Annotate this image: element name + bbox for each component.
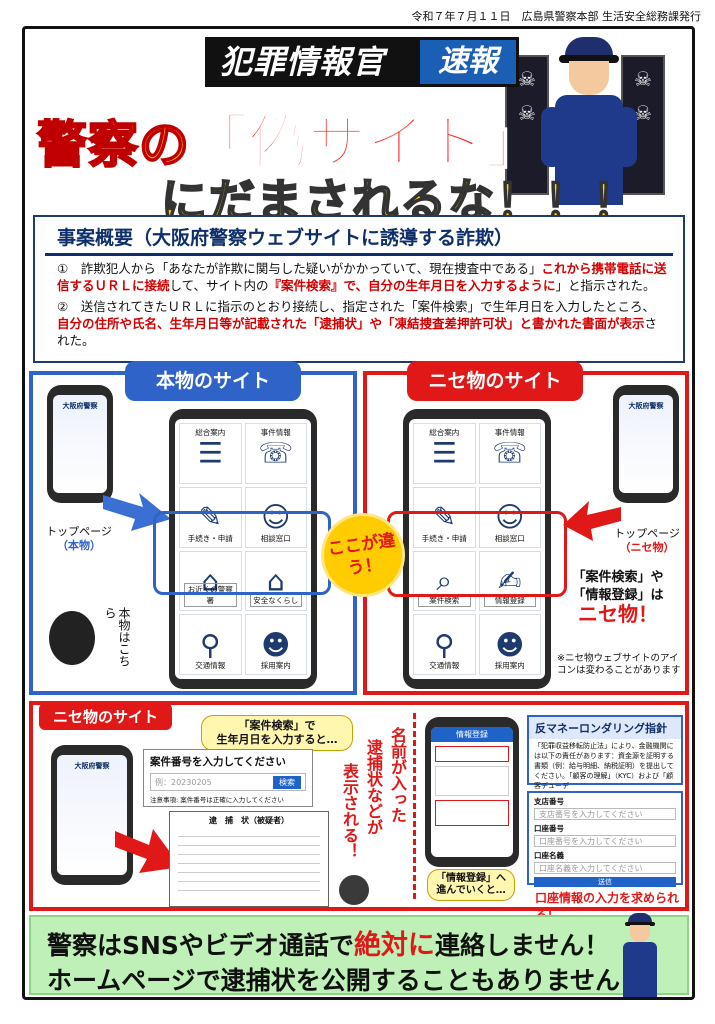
fake-cell-consult[interactable]: ☺相談窓口 — [478, 486, 541, 548]
warrant-display-text-3: 名前が入った — [388, 727, 407, 823]
fake-cell-case-search[interactable]: ⌕案件検索 — [413, 550, 476, 612]
overview-title: 事案概要（大阪府警察ウェブサイトに誘導する詐欺） — [45, 217, 673, 256]
footer-line-2: ホームページで逮捕状を公開することもありません！ — [47, 966, 646, 995]
police-officer-icon — [619, 913, 661, 997]
aml-notice: 反マネーロンダリング指針 「犯罪収益移転防止法」により、金融機関には以下の責任が… — [527, 715, 683, 790]
info-register-phone: 情報登録 — [425, 717, 519, 867]
real-cell-general[interactable]: 総合案内☰ — [179, 423, 242, 484]
real-cell-safe-life[interactable]: ⌂安全なくらし — [244, 550, 307, 612]
real-cell-consult[interactable]: ☺相談窓口 — [244, 486, 307, 548]
fake-top-caption: トップページ （ニセ物） — [614, 527, 680, 554]
real-site-panel: 本物のサイト 大阪府警察 トップページ （本物） 総合案内☰ 事件情報☏ ✎手続… — [29, 361, 357, 695]
submit-button[interactable]: 送信 — [534, 877, 676, 887]
overview-item-1: ① 詐欺犯人から「あなたが詐欺に関与した疑いがかかっていて、現在捜査中である」こ… — [57, 261, 667, 293]
real-site-phone: 総合案内☰ 事件情報☏ ✎手続き・申請 ☺相談窓口 ⌂お近くの警察署 ⌂安全なく… — [169, 409, 317, 689]
real-cell-cases[interactable]: 事件情報☏ — [244, 423, 307, 484]
account-number-input[interactable]: 口座番号を入力してください — [534, 835, 676, 847]
real-highlight-frame — [153, 511, 331, 595]
blue-arrow-icon — [103, 493, 171, 531]
red-arrow-icon — [115, 829, 181, 873]
fake-site-phone: 総合案内☰ 事件情報☏ ✎手続き・申請 ☺相談窓口 ⌕案件検索 ✍情報登録 ⚲交… — [403, 409, 551, 689]
aml-text: 「犯罪収益移転防止法」により、金融機関には以下の責任があります：資金源を証明する… — [534, 742, 674, 790]
fake-cell-general[interactable]: 総合案内☰ — [413, 423, 476, 484]
fake-search-phone: 大阪府警察 — [51, 745, 133, 885]
real-cell-recruit[interactable]: ☻採用案内 — [244, 614, 307, 675]
headline-line1: 警察の「偽サイト」 — [36, 95, 545, 179]
warrant-display-text-2: 逮捕状などが — [364, 739, 383, 835]
worried-person-icon — [339, 875, 369, 905]
fake-cell-cases[interactable]: 事件情報☏ — [478, 423, 541, 484]
case-overview: 事案概要（大阪府警察ウェブサイトに誘導する詐欺） ① 詐欺犯人から「あなたが詐欺… — [33, 215, 685, 363]
real-cell-procedures[interactable]: ✎手続き・申請 — [179, 486, 242, 548]
flyer-frame: ☠☠ ☠☠ 犯罪情報官 速報 警察の「偽サイト」 にだまされるな！！！ 事案概要… — [22, 26, 695, 1000]
fake-site-name: 大阪府警察 — [628, 402, 664, 410]
flow-divider — [413, 713, 416, 899]
warrant-display-text-1: 表示される！ — [340, 763, 359, 859]
fake-icon-callout: 「案件検索」や 「情報登録」は ニセ物！ — [572, 570, 664, 626]
headline-fake-site: 「偽サイト」 — [189, 107, 545, 177]
mascot-caption: 本物はこちら — [103, 607, 131, 667]
fake-cell-info-register[interactable]: ✍情報登録 — [478, 550, 541, 612]
warrant-title: 逮 捕 状（被疑者） — [209, 816, 289, 825]
footer-warning: 警察はSNSやビデオ通話で絶対に連絡しません！ ホームページで逮捕状を公開するこ… — [29, 913, 689, 997]
real-top-page-phone: 大阪府警察 — [47, 385, 113, 503]
fake-site-flow: ニセ物のサイト 「案件検索」で 生年月日を入力すると… 大阪府警察 案件番号を入… — [29, 701, 689, 922]
real-top-caption: トップページ （本物） — [46, 525, 112, 552]
real-cell-traffic[interactable]: ⚲交通情報 — [179, 614, 242, 675]
title-flash: 速報 — [420, 40, 516, 84]
form-note: 注意事項: 案件番号は正確に入力してください — [150, 796, 284, 804]
fake-highlight-frame — [387, 511, 567, 597]
case-search-bubble: 「案件検索」で 生年月日を入力すると… — [201, 715, 353, 751]
footer-line-1: 警察はSNSやビデオ通話で絶対に連絡しません！ — [47, 930, 610, 961]
fake-site-label: ニセ物のサイト — [407, 361, 583, 401]
issue-note: 令和７年７月１１日 広島県警察本部 生活安全総務課発行 — [411, 10, 702, 23]
headline-pre: 警察の — [36, 115, 190, 175]
real-site-label: 本物のサイト — [125, 361, 301, 401]
case-number-input[interactable]: 例：20230205 検索 — [150, 773, 306, 791]
overview-item-2: ② 送信されてきたＵＲＬに指示のとおり接続し、指定された「案件検索」で生年月日を… — [57, 299, 658, 348]
fake-cell-procedures[interactable]: ✎手続き・申請 — [413, 486, 476, 548]
police-officer-illustration — [541, 37, 637, 205]
search-button[interactable]: 検索 — [273, 775, 301, 789]
form-title: 案件番号を入力してください — [150, 756, 286, 768]
red-arrow-icon — [563, 501, 621, 541]
flow-label: ニセ物のサイト — [39, 703, 173, 730]
title-main: 犯罪情報官 — [220, 43, 386, 81]
fake-icon-note: ※ニセ物ウェブサイトのアイコンは変わることがあります — [557, 653, 681, 676]
info-register-bubble: 「情報登録」へ 進んでいくと… — [427, 869, 515, 901]
branch-number-input[interactable]: 支店番号を入力してください — [534, 808, 676, 820]
arrest-warrant-document: 逮 捕 状（被疑者） — [169, 811, 329, 907]
mascot-dog-icon — [49, 611, 95, 665]
fake-site-panel: ニセ物のサイト 総合案内☰ 事件情報☏ ✎手続き・申請 ☺相談窓口 ⌕案件検索 … — [363, 361, 689, 695]
fake-cell-recruit[interactable]: ☻採用案内 — [478, 614, 541, 675]
info-register-title: 情報登録 — [431, 727, 513, 742]
real-cell-police-station[interactable]: ⌂お近くの警察署 — [179, 550, 242, 612]
bank-account-form: 支店番号 支店番号を入力してください 口座番号 口座番号を入力してください 口座… — [527, 791, 683, 887]
fake-cell-traffic[interactable]: ⚲交通情報 — [413, 614, 476, 675]
account-name-input[interactable]: 口座名義を入力してください — [534, 862, 676, 874]
real-site-name: 大阪府警察 — [62, 402, 98, 410]
case-number-form: 案件番号を入力してください 例：20230205 検索 注意事項: 案件番号は正… — [143, 749, 313, 807]
title-banner: 犯罪情報官 速報 — [205, 37, 519, 87]
aml-title: 反マネーロンダリング指針 — [529, 717, 681, 739]
fake-top-page-phone: 大阪府警察 — [613, 385, 679, 503]
